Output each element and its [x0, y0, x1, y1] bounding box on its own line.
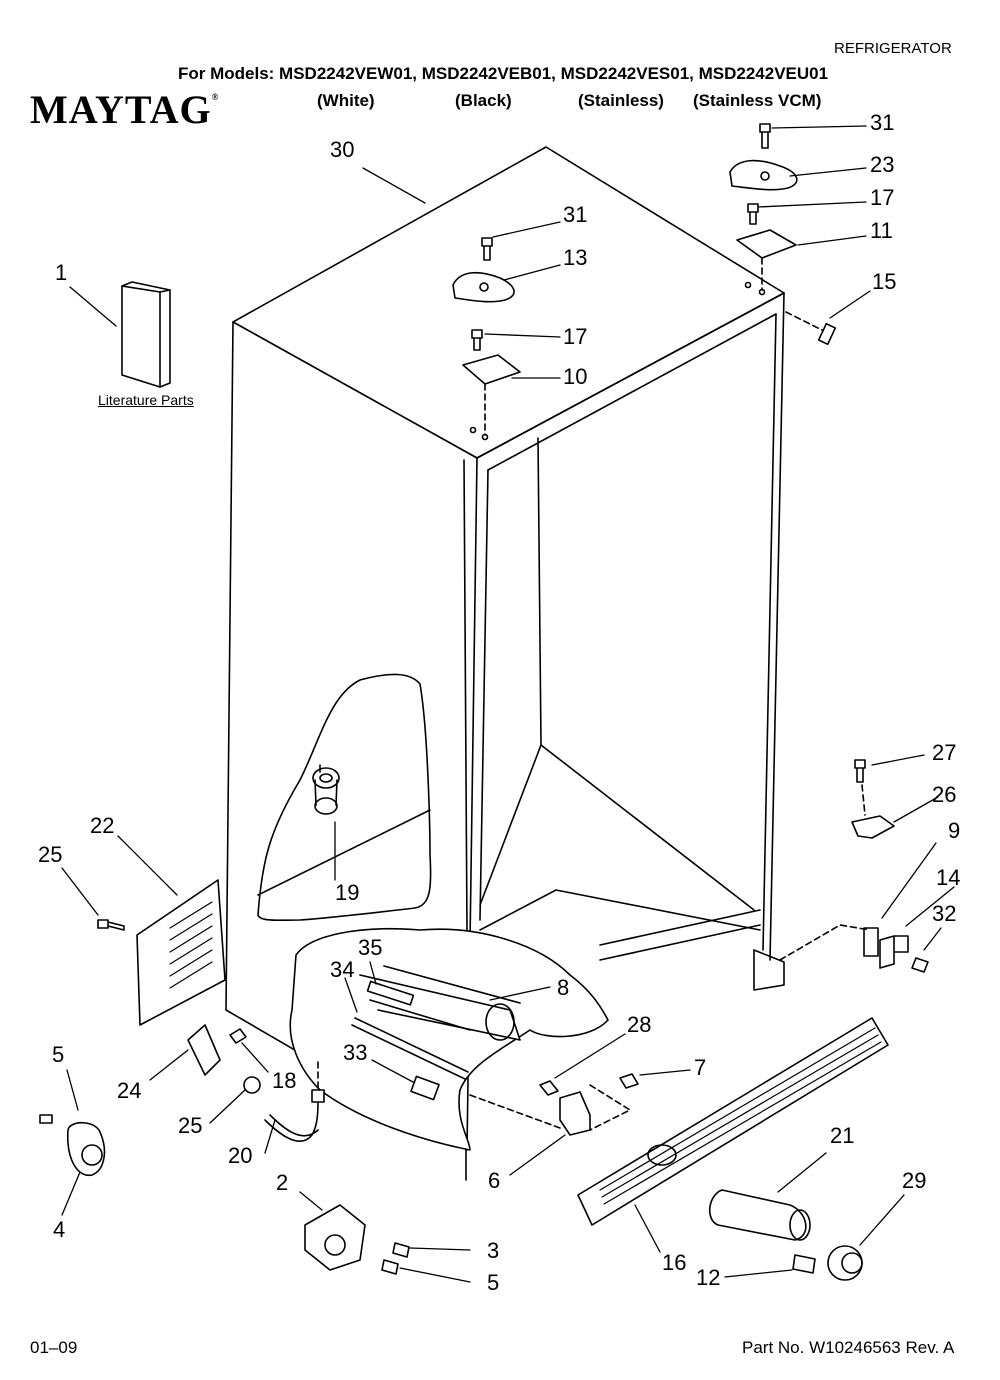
- callout-13: 13: [563, 245, 587, 270]
- callout-18: 18: [272, 1068, 296, 1093]
- part-7-screw: [619, 1073, 639, 1089]
- callout-20: 20: [228, 1143, 252, 1168]
- callout-33: 33: [343, 1040, 367, 1065]
- part-3-screw: [392, 1242, 410, 1258]
- callout-19: 19: [335, 880, 359, 905]
- callout-5: 5: [52, 1042, 64, 1067]
- part-32-screw: [911, 957, 929, 973]
- part-22-vent-grille: [136, 879, 226, 1026]
- callout-9: 9: [948, 818, 960, 843]
- callout-21: 21: [830, 1123, 854, 1148]
- variant-stainless: (Stainless): [578, 91, 664, 110]
- part-20-water-line: [264, 1099, 319, 1142]
- variant-stainless-vcm: (Stainless VCM): [693, 91, 822, 110]
- callout-27: 27: [932, 740, 956, 765]
- part-28-screw: [539, 1080, 559, 1096]
- callout-3: 3: [487, 1238, 499, 1263]
- callout-25: 25: [38, 842, 62, 867]
- callout-17b: 17: [870, 185, 894, 210]
- callout-6: 6: [488, 1168, 500, 1193]
- callout-23: 23: [870, 152, 894, 177]
- part-5-screw: [381, 1259, 399, 1275]
- callout-29: 29: [902, 1168, 926, 1193]
- callout-31: 31: [563, 202, 587, 227]
- part-35-sleeve: [366, 980, 415, 1006]
- part-13-hinge-cover: [452, 271, 515, 303]
- part-8-housing: [485, 1003, 515, 1041]
- part-15-pin: [817, 322, 837, 346]
- part-10-hinge-plate: [462, 354, 521, 385]
- part-27-screw: [854, 759, 866, 783]
- callout-8: 8: [557, 975, 569, 1000]
- part-19-grommet: [312, 767, 340, 789]
- part-25-screw: [97, 919, 125, 931]
- part-24-bracket: [187, 1024, 221, 1076]
- callout-22: 22: [90, 813, 114, 838]
- part-11-hinge-plate: [736, 229, 797, 259]
- callout-25b: 25: [178, 1113, 202, 1138]
- part-21-water-filter: [709, 1189, 807, 1241]
- left-lower-parts: [39, 879, 410, 1275]
- part-17-screw-right: [747, 203, 759, 225]
- literature-parts-label: Literature Parts: [98, 392, 194, 408]
- top-hinge-center: [452, 237, 521, 441]
- part-33-clip: [410, 1075, 440, 1101]
- cutaway-bottom: [289, 927, 609, 1151]
- callout-leaders: [61, 125, 955, 1283]
- variant-black: (Black): [455, 91, 512, 110]
- callout-32: 32: [932, 901, 956, 926]
- part-26-hinge: [851, 815, 895, 839]
- callout-4: 4: [53, 1217, 65, 1242]
- part-23-hinge-cover: [729, 159, 798, 191]
- callout-17: 17: [563, 324, 587, 349]
- part-17-screw: [471, 329, 483, 351]
- callout-14: 14: [936, 865, 960, 890]
- callout-5b: 5: [487, 1270, 499, 1295]
- part-14-bracket: [879, 935, 909, 969]
- callout-12: 12: [696, 1265, 720, 1290]
- callout-26: 26: [932, 782, 956, 807]
- part-25-fitting: [243, 1076, 261, 1094]
- cutaway-insulation: [257, 673, 432, 922]
- category-label: REFRIGERATOR: [834, 40, 952, 57]
- base-grille-area: [469, 1017, 889, 1281]
- part-18-screw: [229, 1028, 247, 1044]
- callout-16: 16: [662, 1250, 686, 1275]
- part-4-motor: [67, 1121, 106, 1177]
- models-line: For Models: MSD2242VEW01, MSD2242VEB01, …: [178, 64, 829, 83]
- part-29-knob: [827, 1245, 863, 1281]
- maytag-logo: MAYTAG®: [30, 87, 220, 132]
- callout-24: 24: [117, 1078, 141, 1103]
- callout-2: 2: [276, 1170, 288, 1195]
- callout-7: 7: [694, 1055, 706, 1080]
- part-34-rod: [354, 1017, 469, 1073]
- part-1-literature: [121, 285, 161, 388]
- callout-10: 10: [563, 364, 587, 389]
- top-hinge-right: [729, 123, 837, 346]
- lower-hinge-right: [779, 759, 929, 973]
- callout-35: 35: [358, 935, 382, 960]
- callout-28: 28: [627, 1012, 651, 1037]
- callout-11: 11: [870, 218, 893, 243]
- part-31-screw-right: [759, 123, 771, 149]
- callout-numbers: 30 1 31 13 17 10 31 23 17 11 15 27 26 9 …: [38, 110, 960, 1295]
- part-12-filter-cap: [792, 1254, 816, 1274]
- part-9-shim: [863, 927, 879, 957]
- callout-31b: 31: [870, 110, 894, 135]
- footer-date: 01–09: [30, 1338, 78, 1357]
- part-2-hinge: [304, 1204, 366, 1271]
- callout-34: 34: [330, 957, 354, 982]
- footer-part-number: Part No. W10246563 Rev. A: [742, 1338, 955, 1357]
- callout-1: 1: [55, 260, 67, 285]
- callout-15: 15: [872, 269, 896, 294]
- callout-30: 30: [330, 137, 354, 162]
- part-6-bracket: [559, 1091, 591, 1136]
- variant-white: (White): [317, 91, 375, 110]
- part-31-screw: [481, 237, 493, 261]
